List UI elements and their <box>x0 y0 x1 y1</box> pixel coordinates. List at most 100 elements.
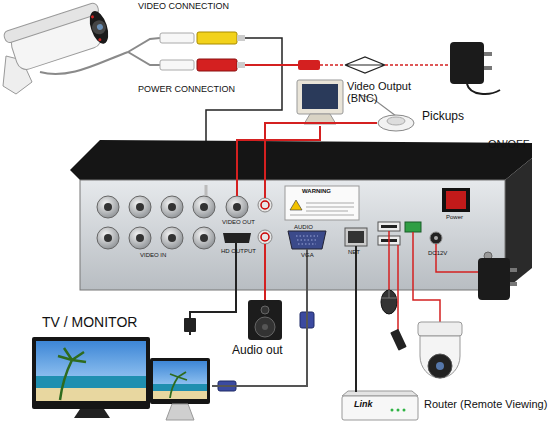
vga-pins <box>296 236 318 244</box>
ptz-dome <box>420 336 460 378</box>
bnc-pin <box>233 203 241 211</box>
cable-label: POWER CONNECTION <box>138 85 235 95</box>
camera-hood <box>3 2 100 44</box>
cable-connector <box>265 123 377 180</box>
bullet-camera <box>3 1 112 73</box>
router-led <box>397 409 400 412</box>
plug-tip <box>237 62 245 68</box>
dc-cable <box>436 244 478 272</box>
port-label: VIDEO IN <box>140 252 166 259</box>
router-brand: Link <box>354 400 373 410</box>
port-label: Power <box>446 214 463 221</box>
speaker <box>248 300 282 340</box>
ptz-bubble <box>428 354 452 378</box>
bnc-port <box>97 196 119 218</box>
plug-tip <box>237 35 245 41</box>
cable-connector <box>264 290 266 300</box>
red-plug <box>197 59 237 71</box>
vga-port <box>288 231 326 249</box>
dvr-top <box>70 140 532 180</box>
rca-ring <box>261 233 269 241</box>
bnc-port <box>129 196 151 218</box>
audio-out-port <box>258 230 272 244</box>
hdmi-port <box>223 233 251 243</box>
bnc-pin <box>200 203 208 211</box>
tv-stand <box>74 409 110 418</box>
camera-front <box>86 9 112 46</box>
device-label: Audio out <box>232 344 283 357</box>
cable-connector <box>355 290 357 392</box>
power-adapter <box>478 258 510 300</box>
usb-cable <box>388 231 390 290</box>
crt-screen <box>302 84 338 109</box>
power-switch <box>442 188 470 212</box>
switch-rocker <box>446 191 466 209</box>
woofer <box>255 317 275 337</box>
usb-stick <box>390 329 407 351</box>
ir-led <box>91 15 95 19</box>
port-label: HD OUTPUT <box>221 248 256 255</box>
power-cable <box>320 64 345 66</box>
bnc-port <box>129 227 151 249</box>
pickup-node: Pickups <box>377 114 415 132</box>
dvr-node: WARNING VIDEO IN VIDEO OUT HD OUTPUT AUDIO VG… <box>80 180 505 290</box>
monitor-sea <box>153 384 207 391</box>
port-label: AUDIO <box>294 224 313 231</box>
tv-screen <box>36 341 146 401</box>
camera-glass <box>96 23 104 31</box>
bnc-pin <box>168 203 176 211</box>
bnc-port <box>161 227 183 249</box>
port-label: NET <box>348 249 360 256</box>
speaker-node: Audio out <box>246 300 282 340</box>
monitor-node: Video Output (BNC) <box>295 78 345 126</box>
tweeter <box>261 306 269 314</box>
warning-text: WARNING <box>302 188 331 195</box>
usb-tongue <box>381 225 397 228</box>
warning-sticker <box>285 186 359 220</box>
monitor-sand <box>153 391 207 399</box>
bnc-pin <box>136 203 144 211</box>
tv-sea <box>36 376 146 389</box>
bnc-inputs <box>97 196 215 249</box>
power-adapter <box>450 42 484 84</box>
bnc-plug-neck <box>205 185 208 196</box>
camera-cable <box>40 52 128 74</box>
tv-sand <box>36 388 146 401</box>
video-out-port <box>226 196 248 218</box>
monitor <box>150 358 210 404</box>
warning-triangle <box>290 200 302 210</box>
mouse <box>381 290 397 314</box>
cable-stub <box>236 180 238 196</box>
adapter-prong <box>510 282 517 286</box>
usb-port <box>378 222 400 231</box>
port-label: VGA <box>301 252 314 259</box>
adapter-cable <box>467 84 500 94</box>
power-cable <box>245 64 298 66</box>
power-plug <box>298 60 320 70</box>
monitor-stand <box>166 404 194 420</box>
bnc-port <box>193 227 215 249</box>
audio-in-port <box>258 198 272 212</box>
ptz-lens <box>436 362 444 370</box>
monitor-screen <box>153 361 207 399</box>
cable-stub <box>264 244 266 290</box>
router-led <box>403 409 406 412</box>
power-jack <box>160 60 194 70</box>
camera-lens <box>90 19 108 37</box>
cable-connector <box>212 290 307 386</box>
rs485-terminal <box>405 222 421 232</box>
cable-label: VIDEO CONNECTION <box>138 2 229 12</box>
bnc-port <box>193 196 215 218</box>
woofer-cap <box>262 324 268 330</box>
ptz-mount <box>418 322 462 336</box>
power-splitter <box>345 57 385 73</box>
usb-cable <box>397 245 399 330</box>
bnc-pin <box>168 234 176 242</box>
video-lead <box>128 38 160 52</box>
port-label: VIDEO OUT <box>222 219 255 226</box>
rca-ring <box>261 201 269 209</box>
bnc-pin <box>200 234 208 242</box>
